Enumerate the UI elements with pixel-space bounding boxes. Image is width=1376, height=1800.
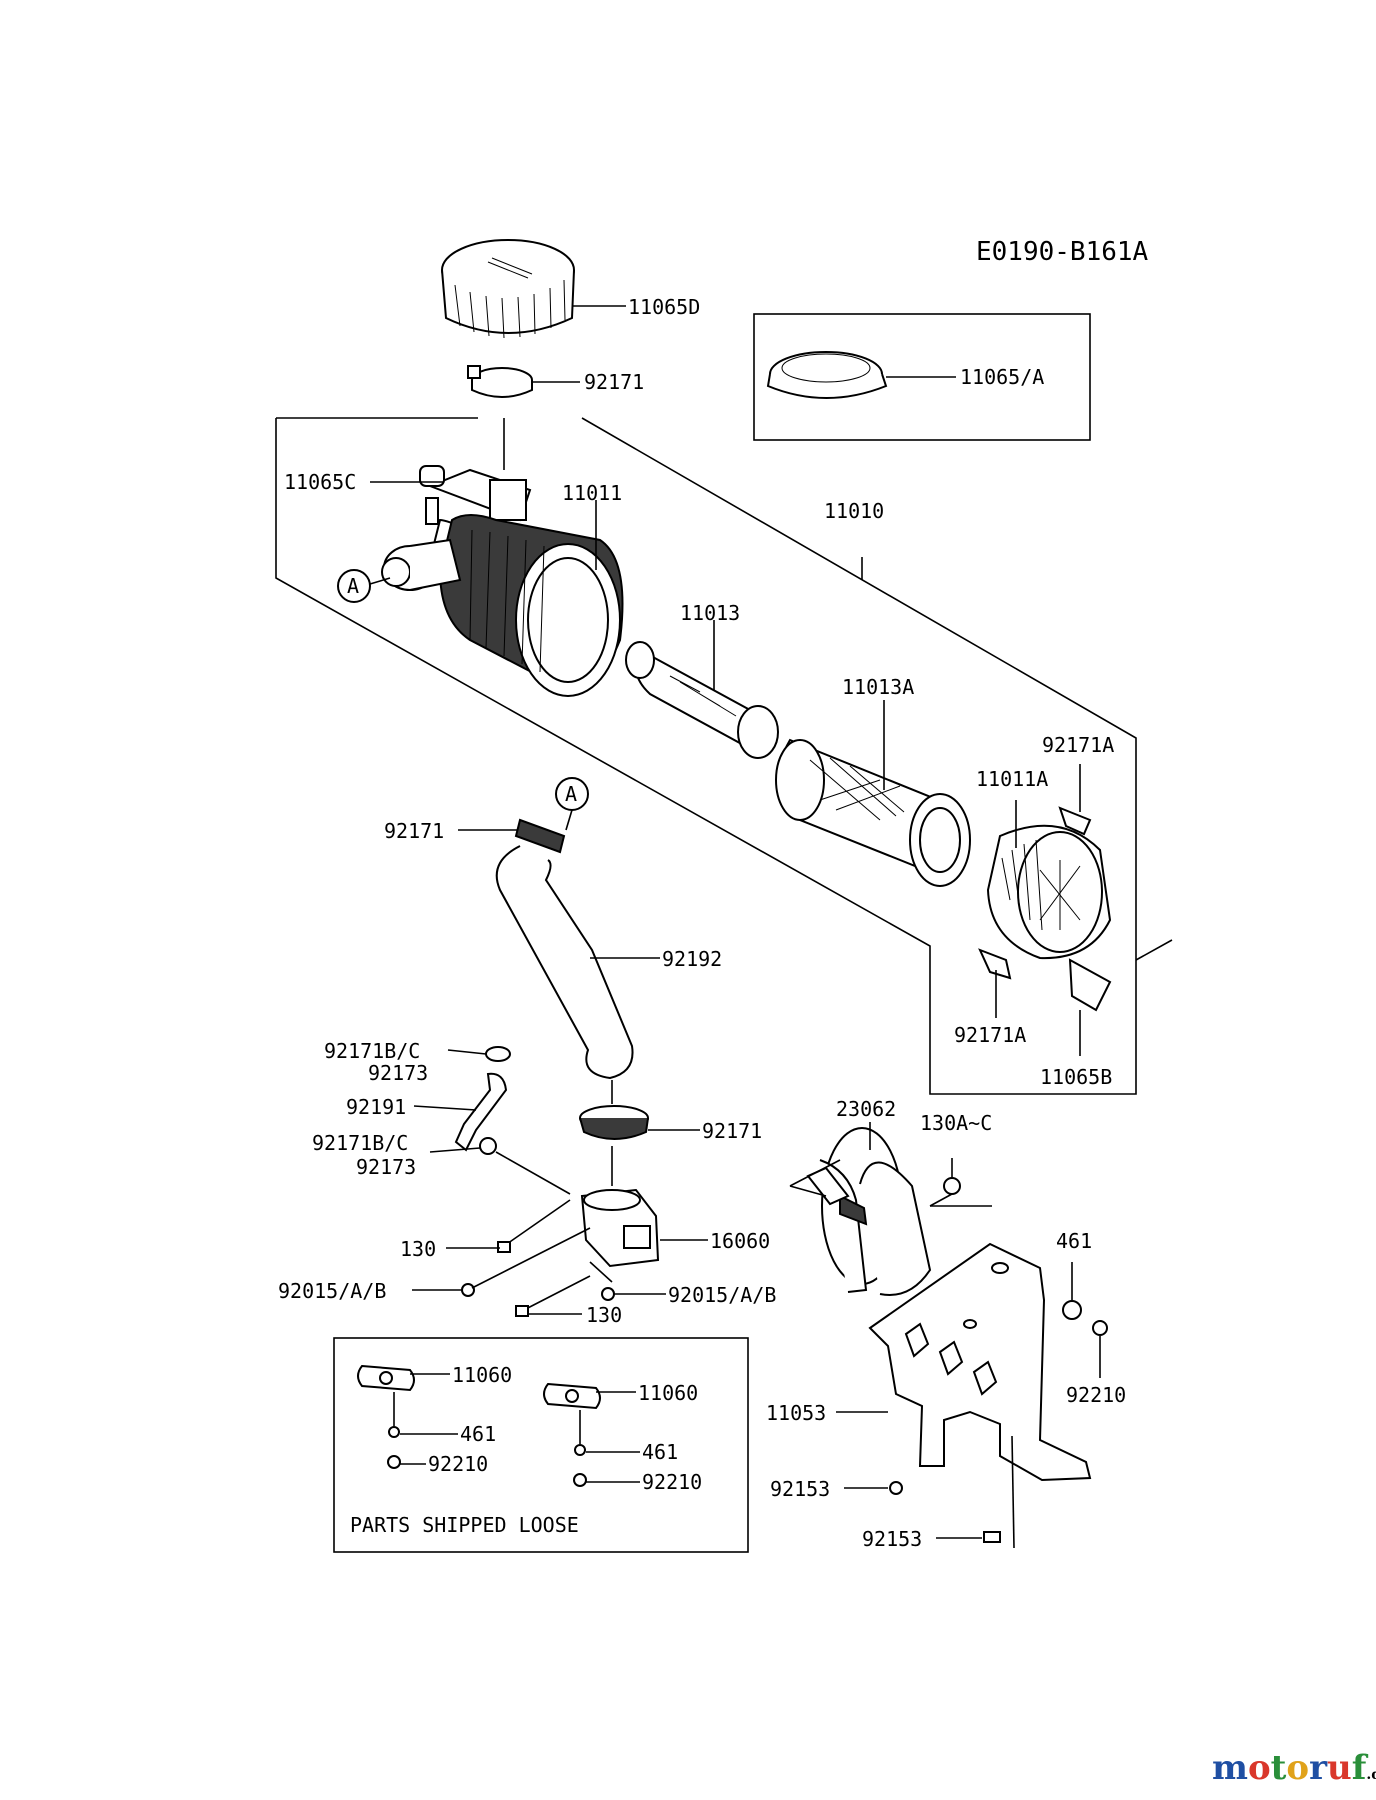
bracket-11053 (868, 1242, 1092, 1482)
callout-11065D: 11065D (628, 295, 700, 319)
gasket-2-drawing (543, 1382, 601, 1410)
watermark-brand: motoruf (1212, 1748, 1366, 1788)
watermark-letter: m (1212, 1748, 1248, 1788)
callout-92171-clamp2: 92171 (702, 1119, 762, 1143)
cap-11065D-drawing (441, 239, 575, 339)
small-hose-drawing (454, 1046, 511, 1155)
callout-11060-2: 11060 (638, 1381, 698, 1405)
diagram-code: E0190-B161A (976, 237, 1149, 267)
callout-92173-2: 92173 (356, 1155, 416, 1179)
callout-11065B: 11065B (1040, 1065, 1112, 1089)
watermark-letter: t (1270, 1748, 1287, 1788)
callout-92171A-top: 92171A (1042, 733, 1114, 757)
callout-11065C: 11065C (284, 470, 356, 494)
callout-92171A-bottom: 92171A (954, 1023, 1026, 1047)
callout-92171BC-2: 92171B/C (312, 1131, 408, 1155)
callout-11010: 11010 (824, 499, 884, 523)
gasket-1-drawing (357, 1364, 415, 1392)
callout-92210-right: 92210 (1066, 1383, 1126, 1407)
watermark-letter: r (1309, 1748, 1327, 1788)
callout-92171-hose: 92171 (384, 819, 444, 843)
hose-clamp-drawing (514, 818, 566, 854)
callout-92153-2: 92153 (862, 1527, 922, 1551)
callout-11053: 11053 (766, 1401, 826, 1425)
callout-92015-2: 92015/A/B (668, 1283, 776, 1307)
callout-11013: 11013 (680, 601, 740, 625)
callout-461-1: 461 (460, 1422, 496, 1446)
callout-92171-top: 92171 (584, 370, 644, 394)
hose-92192 (495, 845, 634, 1080)
watermark-letter: f (1351, 1748, 1367, 1788)
bracket-vents (904, 1262, 1009, 1396)
callout-92153-1: 92153 (770, 1477, 830, 1501)
callout-92171BC-1: 92171B/C (324, 1039, 420, 1063)
throttle-body-drawing (580, 1188, 660, 1268)
loose-parts-box (333, 1337, 749, 1553)
clamp-92171-lower-drawing (579, 1105, 649, 1140)
callout-11011: 11011 (562, 481, 622, 505)
watermark-letter: u (1327, 1748, 1352, 1788)
clamp-92171-top-drawing (467, 365, 533, 398)
assembly-box-11010 (275, 417, 1137, 1095)
watermark-tld: .de (1366, 1767, 1376, 1783)
shroud-23062-drawing (806, 1127, 932, 1296)
callout-92210-1: 92210 (428, 1452, 488, 1476)
air-cleaner-body-drawing (381, 465, 624, 697)
outer-filter-drawing (775, 738, 971, 887)
callout-461-2: 461 (642, 1440, 678, 1464)
callout-16060: 16060 (710, 1229, 770, 1253)
callout-11011A: 11011A (976, 767, 1048, 791)
callout-11060-1: 11060 (452, 1363, 512, 1387)
callout-130-1: 130 (400, 1237, 436, 1261)
callout-92173-1: 92173 (368, 1061, 428, 1085)
callout-92191: 92191 (346, 1095, 406, 1119)
callout-92015-1: 92015/A/B (278, 1279, 386, 1303)
connector-a-upper (337, 569, 371, 603)
watermark-letter: o (1286, 1748, 1310, 1788)
cap-11065A-drawing (766, 351, 888, 399)
end-cap-11011A-drawing (978, 806, 1112, 1012)
watermark-letter: o (1247, 1748, 1271, 1788)
callout-92210-2: 92210 (642, 1470, 702, 1494)
alt-cap-box (753, 313, 1091, 441)
connector-a-upper-label: A (347, 574, 359, 598)
bolts-130-drawing (461, 1199, 615, 1317)
connector-a-hose-label: A (565, 782, 577, 806)
parts-shipped-loose-note: PARTS SHIPPED LOOSE (350, 1513, 579, 1537)
callout-11065A: 11065/A (960, 365, 1044, 389)
inner-filter-drawing (625, 641, 779, 759)
callout-461-right: 461 (1056, 1229, 1092, 1253)
callout-92192: 92192 (662, 947, 722, 971)
callout-11013A: 11013A (842, 675, 914, 699)
callout-130-2: 130 (586, 1303, 622, 1327)
watermark-logo: motoruf.de (1212, 1748, 1376, 1788)
callout-130AC: 130A~C (920, 1111, 992, 1135)
callout-23062: 23062 (836, 1097, 896, 1121)
